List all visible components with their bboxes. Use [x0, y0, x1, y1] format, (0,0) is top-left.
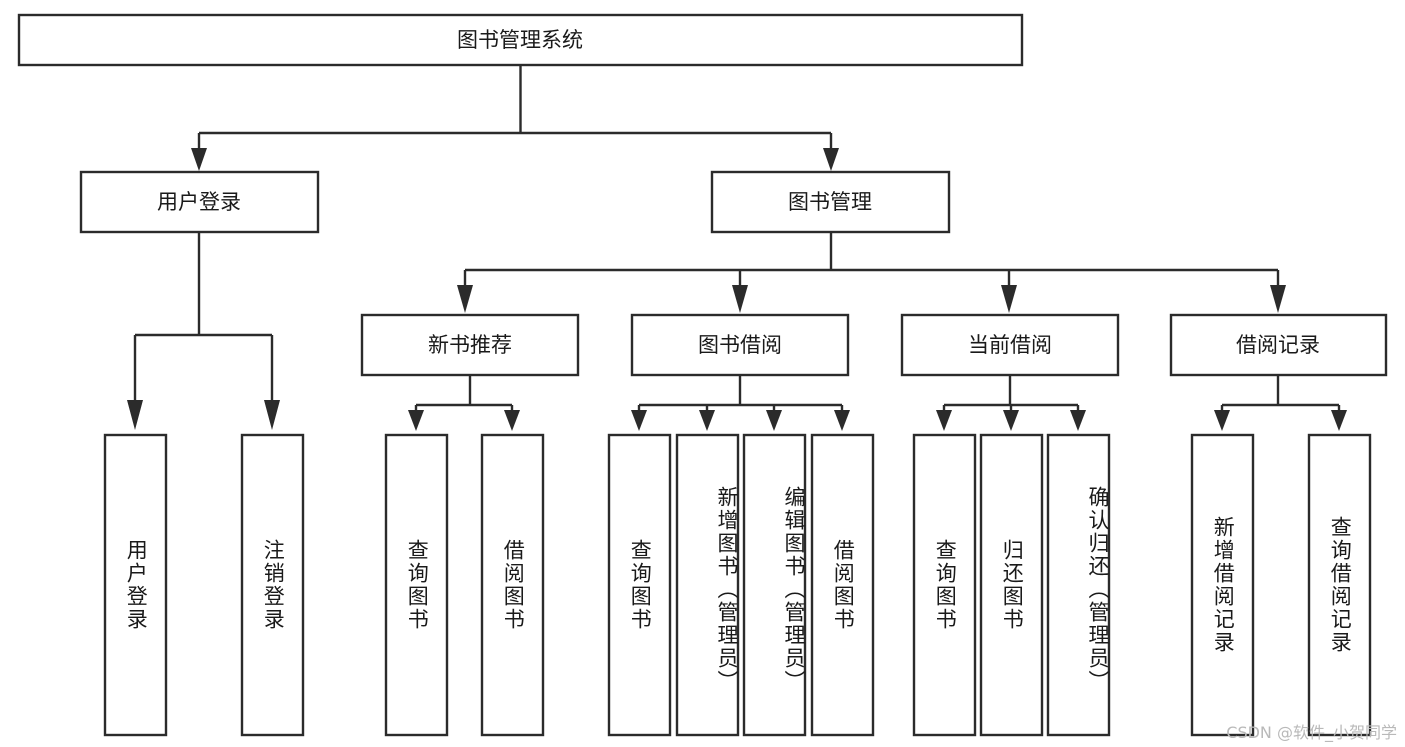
arrow-head-leaf-return-book — [1003, 410, 1019, 431]
node-root-label: 图书管理系统 — [457, 28, 583, 52]
arrow-head-leaf-user-login — [127, 400, 143, 430]
node-leaf-borrow-book-2[interactable] — [810, 433, 875, 737]
arrow-head-book-manage — [823, 148, 839, 171]
node-leaf-query-book-1[interactable] — [384, 433, 449, 737]
arrow-head-current-borrow — [1001, 285, 1017, 313]
node-leaf-user-login[interactable] — [103, 433, 168, 737]
node-leaf-confirm-return[interactable] — [1046, 433, 1111, 737]
node-root[interactable] — [17, 13, 1024, 67]
arrow-head-user-login — [191, 148, 207, 171]
arrow-head-leaf-confirm-return — [1070, 410, 1086, 431]
arrow-head-leaf-borrow-book-2 — [834, 410, 850, 431]
node-leaf-add-book[interactable] — [675, 433, 740, 737]
watermark-text: CSDN @软件_小贺同学 — [1226, 723, 1397, 742]
arrow-head-leaf-borrow-book-1 — [504, 410, 520, 431]
arrow-head-leaf-add-record — [1214, 410, 1230, 431]
arrow-head-leaf-query-book-3 — [936, 410, 952, 431]
node-leaf-edit-book[interactable] — [742, 433, 807, 737]
node-leaf-borrow-book-1[interactable] — [480, 433, 545, 737]
arrow-head-leaf-edit-book — [766, 410, 782, 431]
node-book-borrow[interactable] — [630, 313, 850, 377]
node-book-manage-label: 图书管理 — [788, 190, 872, 214]
node-leaf-logout[interactable] — [240, 433, 305, 737]
node-layer: 图书管理系统 用户登录 图书管理 新书推荐 图书借阅 当前借阅 借阅记录 — [17, 13, 1388, 737]
node-leaf-add-record[interactable] — [1190, 433, 1255, 737]
node-borrow-record[interactable] — [1169, 313, 1388, 377]
connector-layer — [127, 65, 1347, 431]
node-borrow-record-label: 借阅记录 — [1236, 333, 1320, 357]
arrow-head-leaf-query-book-2 — [631, 410, 647, 431]
node-book-manage[interactable] — [710, 170, 951, 234]
arrow-head-book-borrow — [732, 285, 748, 313]
node-user-login[interactable] — [79, 170, 320, 234]
node-leaf-return-book[interactable] — [979, 433, 1044, 737]
arrow-head-borrow-record — [1270, 285, 1286, 313]
arrow-head-leaf-query-book-1 — [408, 410, 424, 431]
node-user-login-label: 用户登录 — [157, 190, 241, 214]
node-new-book-recommend[interactable] — [360, 313, 580, 377]
node-current-borrow-label: 当前借阅 — [968, 333, 1052, 357]
node-current-borrow[interactable] — [900, 313, 1120, 377]
arrow-head-leaf-query-record — [1331, 410, 1347, 431]
arrow-head-leaf-logout — [264, 400, 280, 430]
node-book-borrow-label: 图书借阅 — [698, 333, 782, 357]
node-leaf-query-book-2[interactable] — [607, 433, 672, 737]
node-leaf-query-record[interactable] — [1307, 433, 1372, 737]
arrow-head-leaf-add-book — [699, 410, 715, 431]
node-new-book-recommend-label: 新书推荐 — [428, 333, 512, 357]
arrow-head-new-book-recommend — [457, 285, 473, 313]
node-leaf-query-book-3[interactable] — [912, 433, 977, 737]
